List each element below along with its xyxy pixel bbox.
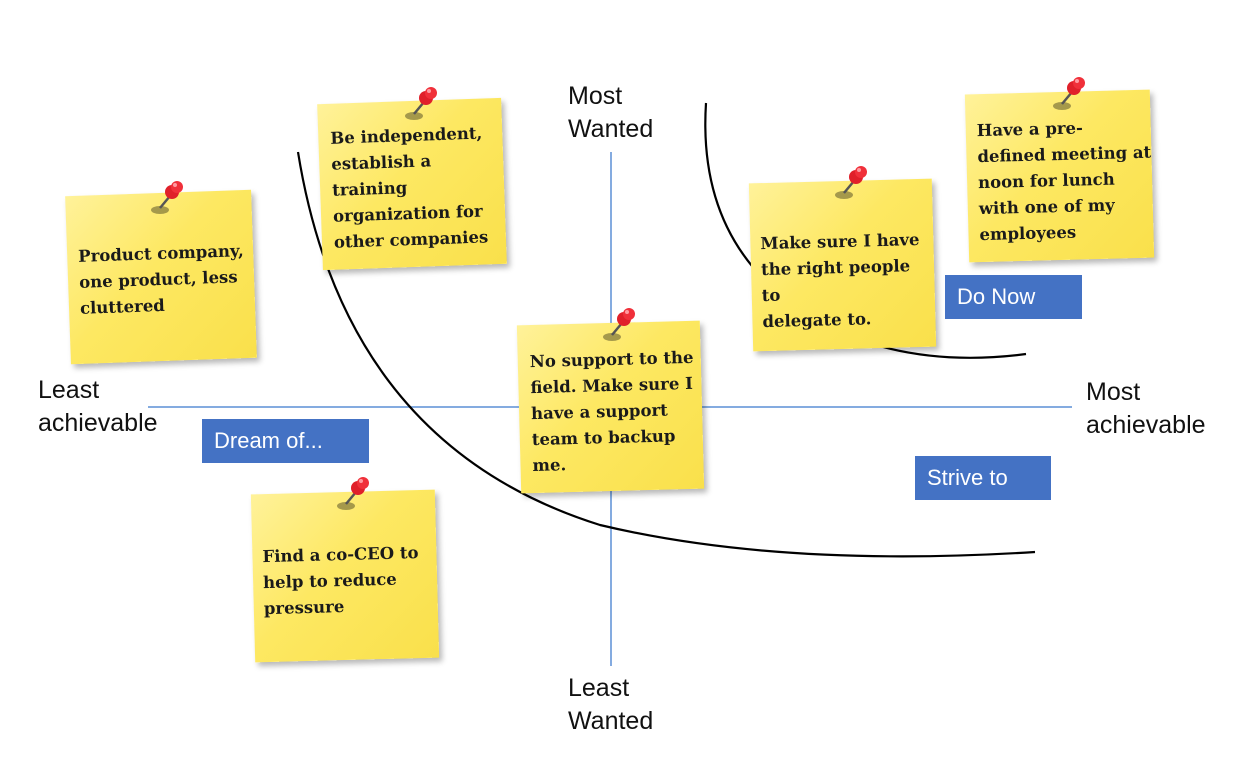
push-pin-icon (830, 163, 876, 203)
axis-label-least-wanted: Least Wanted (568, 674, 654, 735)
push-pin-icon (1048, 74, 1094, 114)
axis-label-most-wanted: Most Wanted (568, 82, 654, 143)
large-boundary-curve (296, 151, 1036, 558)
tag-dream-of: Dream of... (202, 419, 369, 463)
note-text: Find a co-CEO to help to reduce pressure (262, 543, 419, 619)
push-pin-icon (332, 474, 378, 514)
note-text: Product company, one product, less clutt… (77, 241, 245, 318)
tag-strive-to: Strive to (915, 456, 1051, 500)
push-pin-icon (598, 305, 644, 345)
push-pin-icon (146, 178, 192, 218)
axis-label-most-achievable: Most achievable (1086, 378, 1206, 439)
push-pin-icon (400, 84, 446, 124)
sticky-note-no-support: No support to the field. Make sure I hav… (516, 320, 705, 494)
tag-do-now: Do Now (945, 275, 1082, 319)
sticky-note-right-people: Make sure I have the right people to del… (748, 178, 937, 352)
note-text: Make sure I have the right people to del… (760, 229, 920, 332)
sticky-note-predefined-meeting: Have a pre- defined meeting at noon for … (964, 89, 1155, 263)
sticky-note-co-ceo: Find a co-CEO to help to reduce pressure (250, 489, 440, 663)
note-text: No support to the field. Make sure I hav… (529, 347, 694, 476)
note-text: Be independent, establish a training org… (330, 123, 489, 252)
axis-label-least-achievable: Least achievable (38, 376, 158, 437)
note-text: Have a pre- defined meeting at noon for … (976, 118, 1152, 245)
